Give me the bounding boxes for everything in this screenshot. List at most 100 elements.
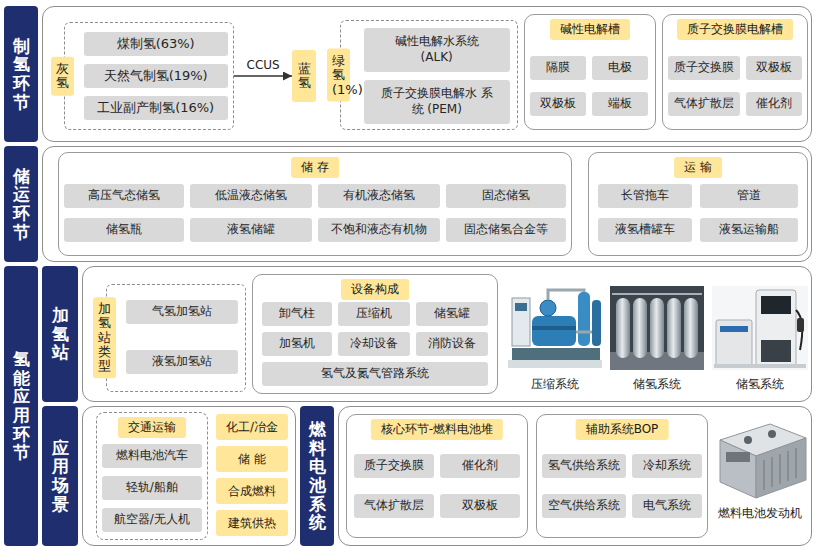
item-box: 燃料电池汽车: [102, 444, 202, 468]
band-bar: 应用场景: [42, 406, 78, 546]
lower-panel: [761, 340, 791, 362]
item-label: 天然气制氢(19%): [104, 67, 208, 85]
item-box: 液氢槽罐车: [598, 218, 692, 242]
item-label: 氢气及氮气管路系统: [321, 365, 429, 382]
engine-side: [756, 438, 806, 498]
group-box: 气氢加氢站液氢加氢站加氢站类型: [106, 284, 246, 392]
group-title: 核心环节-燃料电池堆: [371, 419, 503, 440]
group-title: 运 输: [674, 157, 722, 178]
item-box: 卸气柱: [262, 302, 332, 326]
backdrop: [712, 286, 808, 370]
scenario-box: 储 能: [216, 446, 288, 472]
cabinet: [716, 320, 752, 366]
item-label: 有机液态储氢: [343, 187, 415, 204]
buffer-tank: [592, 300, 601, 346]
item-label: 液氢槽罐车: [615, 221, 675, 238]
item-box: 液氢运输船: [700, 218, 798, 242]
item-box: 氢气及氮气管路系统: [262, 362, 488, 386]
tank: [684, 298, 698, 358]
item-label: 气体扩散层: [364, 497, 424, 514]
item-box: 轻轨/船舶: [102, 476, 202, 500]
item-label: 隔膜: [546, 59, 570, 76]
scenario-box: 建筑供热: [216, 510, 288, 536]
band-title: 氢能应用环节: [13, 350, 30, 462]
tank: [633, 298, 647, 358]
item-label: 轻轨/船舶: [126, 479, 178, 496]
band-title: 储运环节: [13, 167, 30, 242]
floor: [508, 360, 602, 368]
item-box: 质子交换膜电解水 系统 (PEM): [364, 80, 510, 124]
item-label: 煤制氢(63%): [117, 35, 195, 53]
group-box: 隔膜电极双极板端板碱性电解槽: [524, 14, 656, 130]
item-label: 航空器/无人机: [114, 511, 190, 528]
pipe: [548, 290, 584, 300]
group-title: 加氢站类型: [93, 297, 116, 378]
item-label: 工业副产制氢(16%): [97, 99, 214, 117]
item-box: 电极: [592, 56, 648, 80]
item-label: 燃料电池汽车: [116, 447, 188, 464]
picture-caption: 燃料电池发动机: [715, 505, 805, 522]
item-box: 冷却系统: [632, 454, 702, 478]
compressor-band: [532, 326, 576, 330]
connector: [744, 436, 752, 444]
item-label: 端板: [608, 95, 632, 112]
dispenser-body: [756, 290, 796, 366]
item-box: 催化剂: [746, 92, 802, 116]
group-title: 质子交换膜电解槽: [677, 19, 793, 40]
item-label: 催化剂: [756, 95, 792, 112]
tag-box: 蓝氢: [292, 50, 316, 102]
storage-illustration: [610, 286, 704, 370]
item-box: 气氢加氢站: [126, 300, 238, 324]
item-box: 高压气态储氢: [64, 184, 184, 208]
engine-front: [720, 440, 756, 498]
picture-caption: 储氢系统: [630, 376, 684, 393]
group-box: 卸气柱压缩机储氢罐加氢机冷却设备消防设备氢气及氮气管路系统设备构成: [252, 274, 498, 394]
item-box: 氢气供给系统: [542, 454, 626, 478]
stage-band: 氢能应用环节加氢站气氢加氢站液氢加氢站加氢站类型卸气柱压缩机储氢罐加氢机冷却设备…: [4, 266, 812, 546]
item-box: 催化剂: [440, 454, 520, 478]
item-label: 质子交换膜: [674, 59, 734, 76]
group-box: 燃料电池汽车轻轨/船舶航空器/无人机交通运输: [96, 412, 208, 540]
connector: [768, 430, 776, 438]
screen: [761, 296, 791, 314]
tank: [667, 298, 681, 358]
item-box: 长管拖车: [598, 184, 692, 208]
pipe: [612, 293, 702, 295]
base: [714, 364, 806, 368]
scenario-label: 合成燃料: [228, 483, 276, 500]
group-box: 高压气态储氢低温液态储氢有机液态储氢固态储氢储氢瓶液氢储罐不饱和液态有机物固态储…: [58, 152, 572, 256]
skid-base: [512, 348, 600, 360]
item-box: 双极板: [746, 56, 802, 80]
flow-arrow: [234, 75, 292, 76]
group-box: 煤制氢(63%)天然气制氢(19%)工业副产制氢(16%)灰氢: [64, 22, 234, 130]
fuel-cell-engine-illustration: [720, 424, 806, 498]
stage-band: 储运环节高压气态储氢低温液态储氢有机液态储氢固态储氢储氢瓶液氢储罐不饱和液态有机…: [4, 146, 812, 262]
item-box: 压缩机: [338, 302, 410, 326]
group-box: 质子交换膜双极板气体扩散层催化剂质子交换膜电解槽: [662, 14, 808, 130]
item-label: 质子交换膜: [364, 457, 424, 474]
picture-caption: 储氢系统: [733, 376, 787, 393]
band-bar: 储运环节: [4, 146, 38, 262]
control-panel: [515, 303, 527, 311]
port: [726, 452, 750, 462]
scenario-box: 合成燃料: [216, 478, 288, 504]
group-box: 长管拖车管道液氢槽罐车液氢运输船运 输: [588, 152, 808, 256]
item-label: 液氢运输船: [719, 221, 779, 238]
group-box: 质子交换膜催化剂气体扩散层 双极板 核心环节-燃料电池堆: [346, 414, 528, 538]
item-box: 储氢瓶: [64, 218, 184, 242]
item-label: 消防设备: [428, 335, 476, 352]
band-title: 应用场景: [52, 439, 69, 514]
item-box: 电气系统: [632, 494, 702, 518]
tag-label: 蓝氢: [298, 62, 311, 91]
group-title: 储 存: [291, 157, 339, 178]
tank: [650, 298, 664, 358]
item-box: 天然气制氢(19%): [84, 64, 228, 88]
item-box: 消防设备: [416, 332, 488, 356]
item-label: 双极板: [462, 497, 498, 514]
item-box: 低温液态储氢: [190, 184, 312, 208]
item-box: 质子交换膜: [354, 454, 434, 478]
item-label: 氢气供给系统: [548, 457, 620, 474]
item-label: 卸气柱: [279, 305, 315, 322]
band-title: 加氢站: [52, 306, 69, 362]
